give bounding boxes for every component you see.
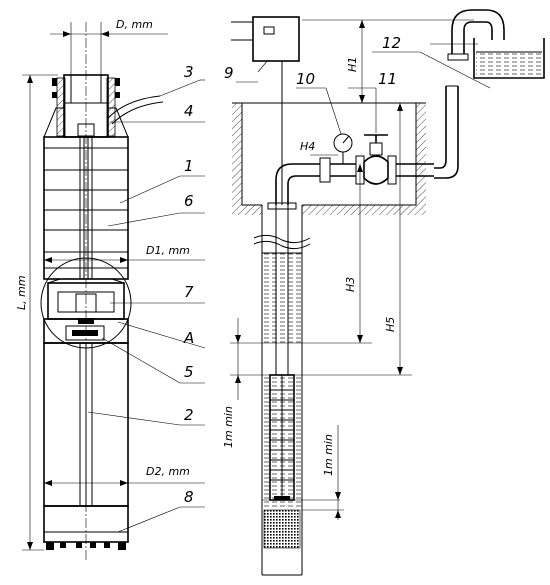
callout-2: 2 <box>184 406 194 424</box>
pump-unit: D, mm D1, mm D2, mm L, mm <box>15 18 206 560</box>
dim-1m-min-top: 1m min <box>222 318 241 448</box>
dim-l-label: L, mm <box>15 275 28 310</box>
callouts-left: 3 4 1 6 7 A 5 2 8 <box>87 63 206 533</box>
dim-1m-min-bottom: 1m min <box>302 425 344 520</box>
riser-pipe <box>267 202 297 375</box>
callout-a: A <box>183 329 194 347</box>
dim-min-a-label: 1m min <box>222 406 235 448</box>
dim-d2: D2, mm <box>44 465 205 486</box>
dim-h4-label: H4 <box>300 140 315 153</box>
callout-3: 3 <box>184 63 194 81</box>
callout-5: 5 <box>184 363 194 381</box>
dim-l: L, mm <box>15 74 58 551</box>
installation-scheme: H4 <box>222 9 545 576</box>
dim-min-b-label: 1m min <box>322 434 335 476</box>
dim-d: D, mm <box>50 18 168 75</box>
control-box <box>231 16 300 205</box>
callout-6: 6 <box>184 192 194 210</box>
storage-tank <box>430 9 545 79</box>
callout-8: 8 <box>184 488 194 506</box>
callout-12: 12 <box>382 34 401 52</box>
callout-9: 9 <box>224 64 234 82</box>
callout-4: 4 <box>184 102 194 120</box>
dim-d-label: D, mm <box>116 18 153 31</box>
power-cable <box>107 95 161 119</box>
dim-h1: H1 <box>302 19 474 103</box>
callout-10: 10 <box>296 70 315 88</box>
dim-h3-label: H3 <box>344 277 357 292</box>
outlet-pipe <box>434 85 459 179</box>
dim-d1-label: D1, mm <box>146 244 190 257</box>
callouts-right: 9 10 11 12 <box>224 34 491 135</box>
pressure-gauge: H4 <box>300 133 353 164</box>
callout-7: 7 <box>184 283 194 301</box>
dim-h1-label: H1 <box>346 57 359 72</box>
dim-h5-label: H5 <box>384 317 397 332</box>
dim-d1: D1, mm <box>44 244 205 263</box>
motor-coupling <box>43 318 129 344</box>
callout-11: 11 <box>378 70 397 88</box>
motor-section <box>43 342 129 507</box>
callout-1: 1 <box>184 157 194 175</box>
dim-h3: H3 <box>302 164 372 344</box>
dim-d2-label: D2, mm <box>146 465 190 478</box>
motor-base <box>43 505 129 550</box>
pit <box>232 102 426 215</box>
well-pump <box>262 374 340 501</box>
dim-h5: H5 <box>302 103 412 376</box>
